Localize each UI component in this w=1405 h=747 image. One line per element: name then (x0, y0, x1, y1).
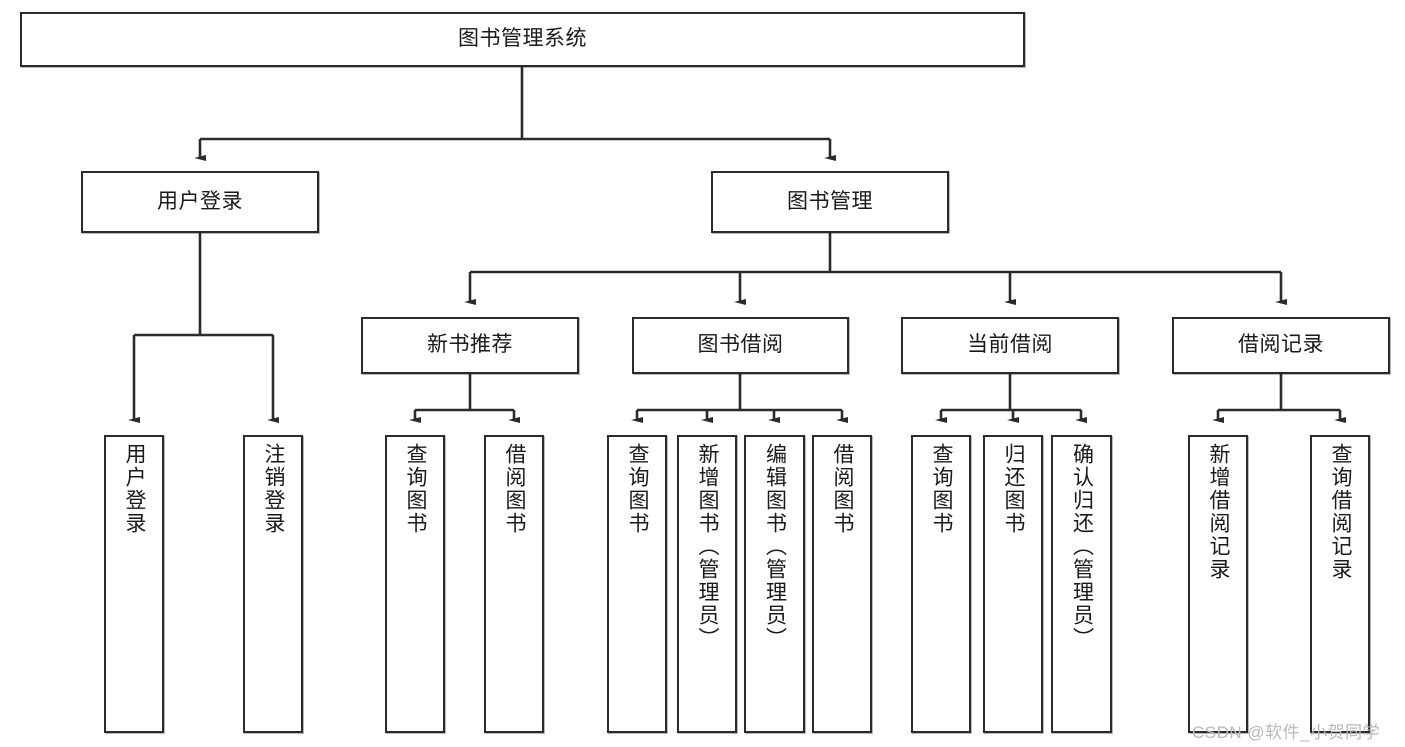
node-leaf-add-book-label: 新增图书（管理员） (696, 443, 720, 650)
node-leaf-query-book-2[interactable]: 查询图书 (607, 435, 667, 733)
node-leaf-query-book-2-label: 查询图书 (626, 443, 650, 535)
node-leaf-query-book-3-label: 查询图书 (930, 443, 954, 535)
node-leaf-confirm-return-label: 确认归还（管理员） (1070, 443, 1094, 650)
node-leaf-edit-book[interactable]: 编辑图书（管理员） (744, 435, 805, 733)
node-current-borrow[interactable]: 当前借阅 (901, 317, 1119, 374)
csdn-watermark: CSDN @软件_小贺同学 (1192, 723, 1381, 742)
node-leaf-confirm-return[interactable]: 确认归还（管理员） (1051, 435, 1112, 733)
node-book-borrow[interactable]: 图书借阅 (632, 317, 849, 374)
node-new-book-recommend[interactable]: 新书推荐 (361, 317, 579, 374)
node-book-manage-label: 图书管理 (787, 189, 873, 213)
node-leaf-add-record[interactable]: 新增借阅记录 (1188, 435, 1248, 733)
node-leaf-return-book[interactable]: 归还图书 (983, 435, 1043, 733)
node-leaf-query-book-3[interactable]: 查询图书 (911, 435, 971, 733)
node-leaf-logout[interactable]: 注销登录 (243, 435, 303, 733)
node-leaf-query-record-label: 查询借阅记录 (1329, 443, 1353, 581)
node-leaf-return-book-label: 归还图书 (1002, 443, 1026, 535)
node-leaf-add-record-label: 新增借阅记录 (1207, 443, 1231, 581)
node-leaf-query-book-1[interactable]: 查询图书 (385, 435, 445, 733)
node-leaf-borrow-book-2[interactable]: 借阅图书 (812, 435, 872, 733)
node-leaf-query-book-1-label: 查询图书 (404, 443, 428, 535)
node-borrow-record-label: 借阅记录 (1238, 333, 1324, 357)
node-leaf-logout-label: 注销登录 (262, 443, 286, 535)
node-leaf-borrow-book-1[interactable]: 借阅图书 (484, 435, 544, 733)
node-borrow-record[interactable]: 借阅记录 (1172, 317, 1390, 374)
node-leaf-borrow-book-1-label: 借阅图书 (503, 443, 527, 535)
node-leaf-borrow-book-2-label: 借阅图书 (831, 443, 855, 535)
node-root-label: 图书管理系统 (458, 27, 587, 51)
node-leaf-add-book[interactable]: 新增图书（管理员） (677, 435, 737, 733)
node-book-borrow-label: 图书借阅 (697, 333, 784, 357)
node-leaf-user-login[interactable]: 用户登录 (104, 435, 164, 733)
node-user-login[interactable]: 用户登录 (81, 171, 319, 233)
node-root[interactable]: 图书管理系统 (20, 12, 1025, 67)
node-leaf-edit-book-label: 编辑图书（管理员） (763, 443, 787, 650)
node-leaf-user-login-label: 用户登录 (123, 443, 147, 535)
node-book-manage[interactable]: 图书管理 (711, 171, 949, 233)
node-user-login-label: 用户登录 (157, 189, 243, 213)
node-leaf-query-record[interactable]: 查询借阅记录 (1310, 435, 1370, 733)
node-current-borrow-label: 当前借阅 (967, 333, 1053, 357)
node-new-book-recommend-label: 新书推荐 (427, 333, 513, 357)
